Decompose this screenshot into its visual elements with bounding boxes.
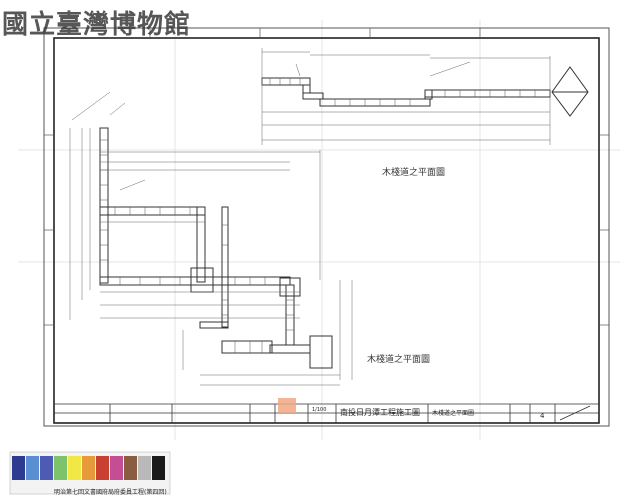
color-swatch: [96, 456, 109, 480]
upper-dimensions: [261, 48, 551, 145]
sheet-name: 木棧道之平面圖: [432, 409, 474, 417]
color-swatch: [152, 456, 165, 480]
color-swatch: [54, 456, 67, 480]
outer-frame: [43, 27, 610, 427]
color-swatch: [68, 456, 81, 480]
sheet-number-slash: [559, 405, 591, 421]
color-swatch: [26, 456, 39, 480]
color-swatch: [110, 456, 123, 480]
inner-frame: [53, 37, 600, 424]
upper-hatching: [269, 78, 536, 106]
lower-boardwalk: [99, 127, 333, 369]
upper-boardwalk: [261, 66, 589, 117]
museum-watermark: 國立臺灣博物館: [2, 10, 192, 40]
lower-hatching: [100, 139, 294, 353]
sheet-number: 4: [540, 412, 545, 420]
title-block: [54, 403, 599, 423]
color-card-caption: 明治第七回文書國府局府委員工程(第四回): [54, 489, 167, 496]
scale-text: 1/100: [312, 407, 326, 413]
lower-dimensions: [69, 91, 353, 386]
color-swatch: [40, 456, 53, 480]
frame-ticks: [44, 28, 609, 326]
color-swatch: [138, 456, 151, 480]
color-swatch: [124, 456, 137, 480]
orange-stamp: [278, 398, 296, 413]
project-name: 南投日月潭工程施工圖: [340, 407, 420, 417]
color-swatches: [12, 456, 165, 480]
color-swatch: [82, 456, 95, 480]
plan-title: 木棧道之平面圖: [367, 353, 430, 365]
color-swatch: [12, 456, 25, 480]
top-view-title: 木棧道之平面圖: [382, 166, 445, 178]
